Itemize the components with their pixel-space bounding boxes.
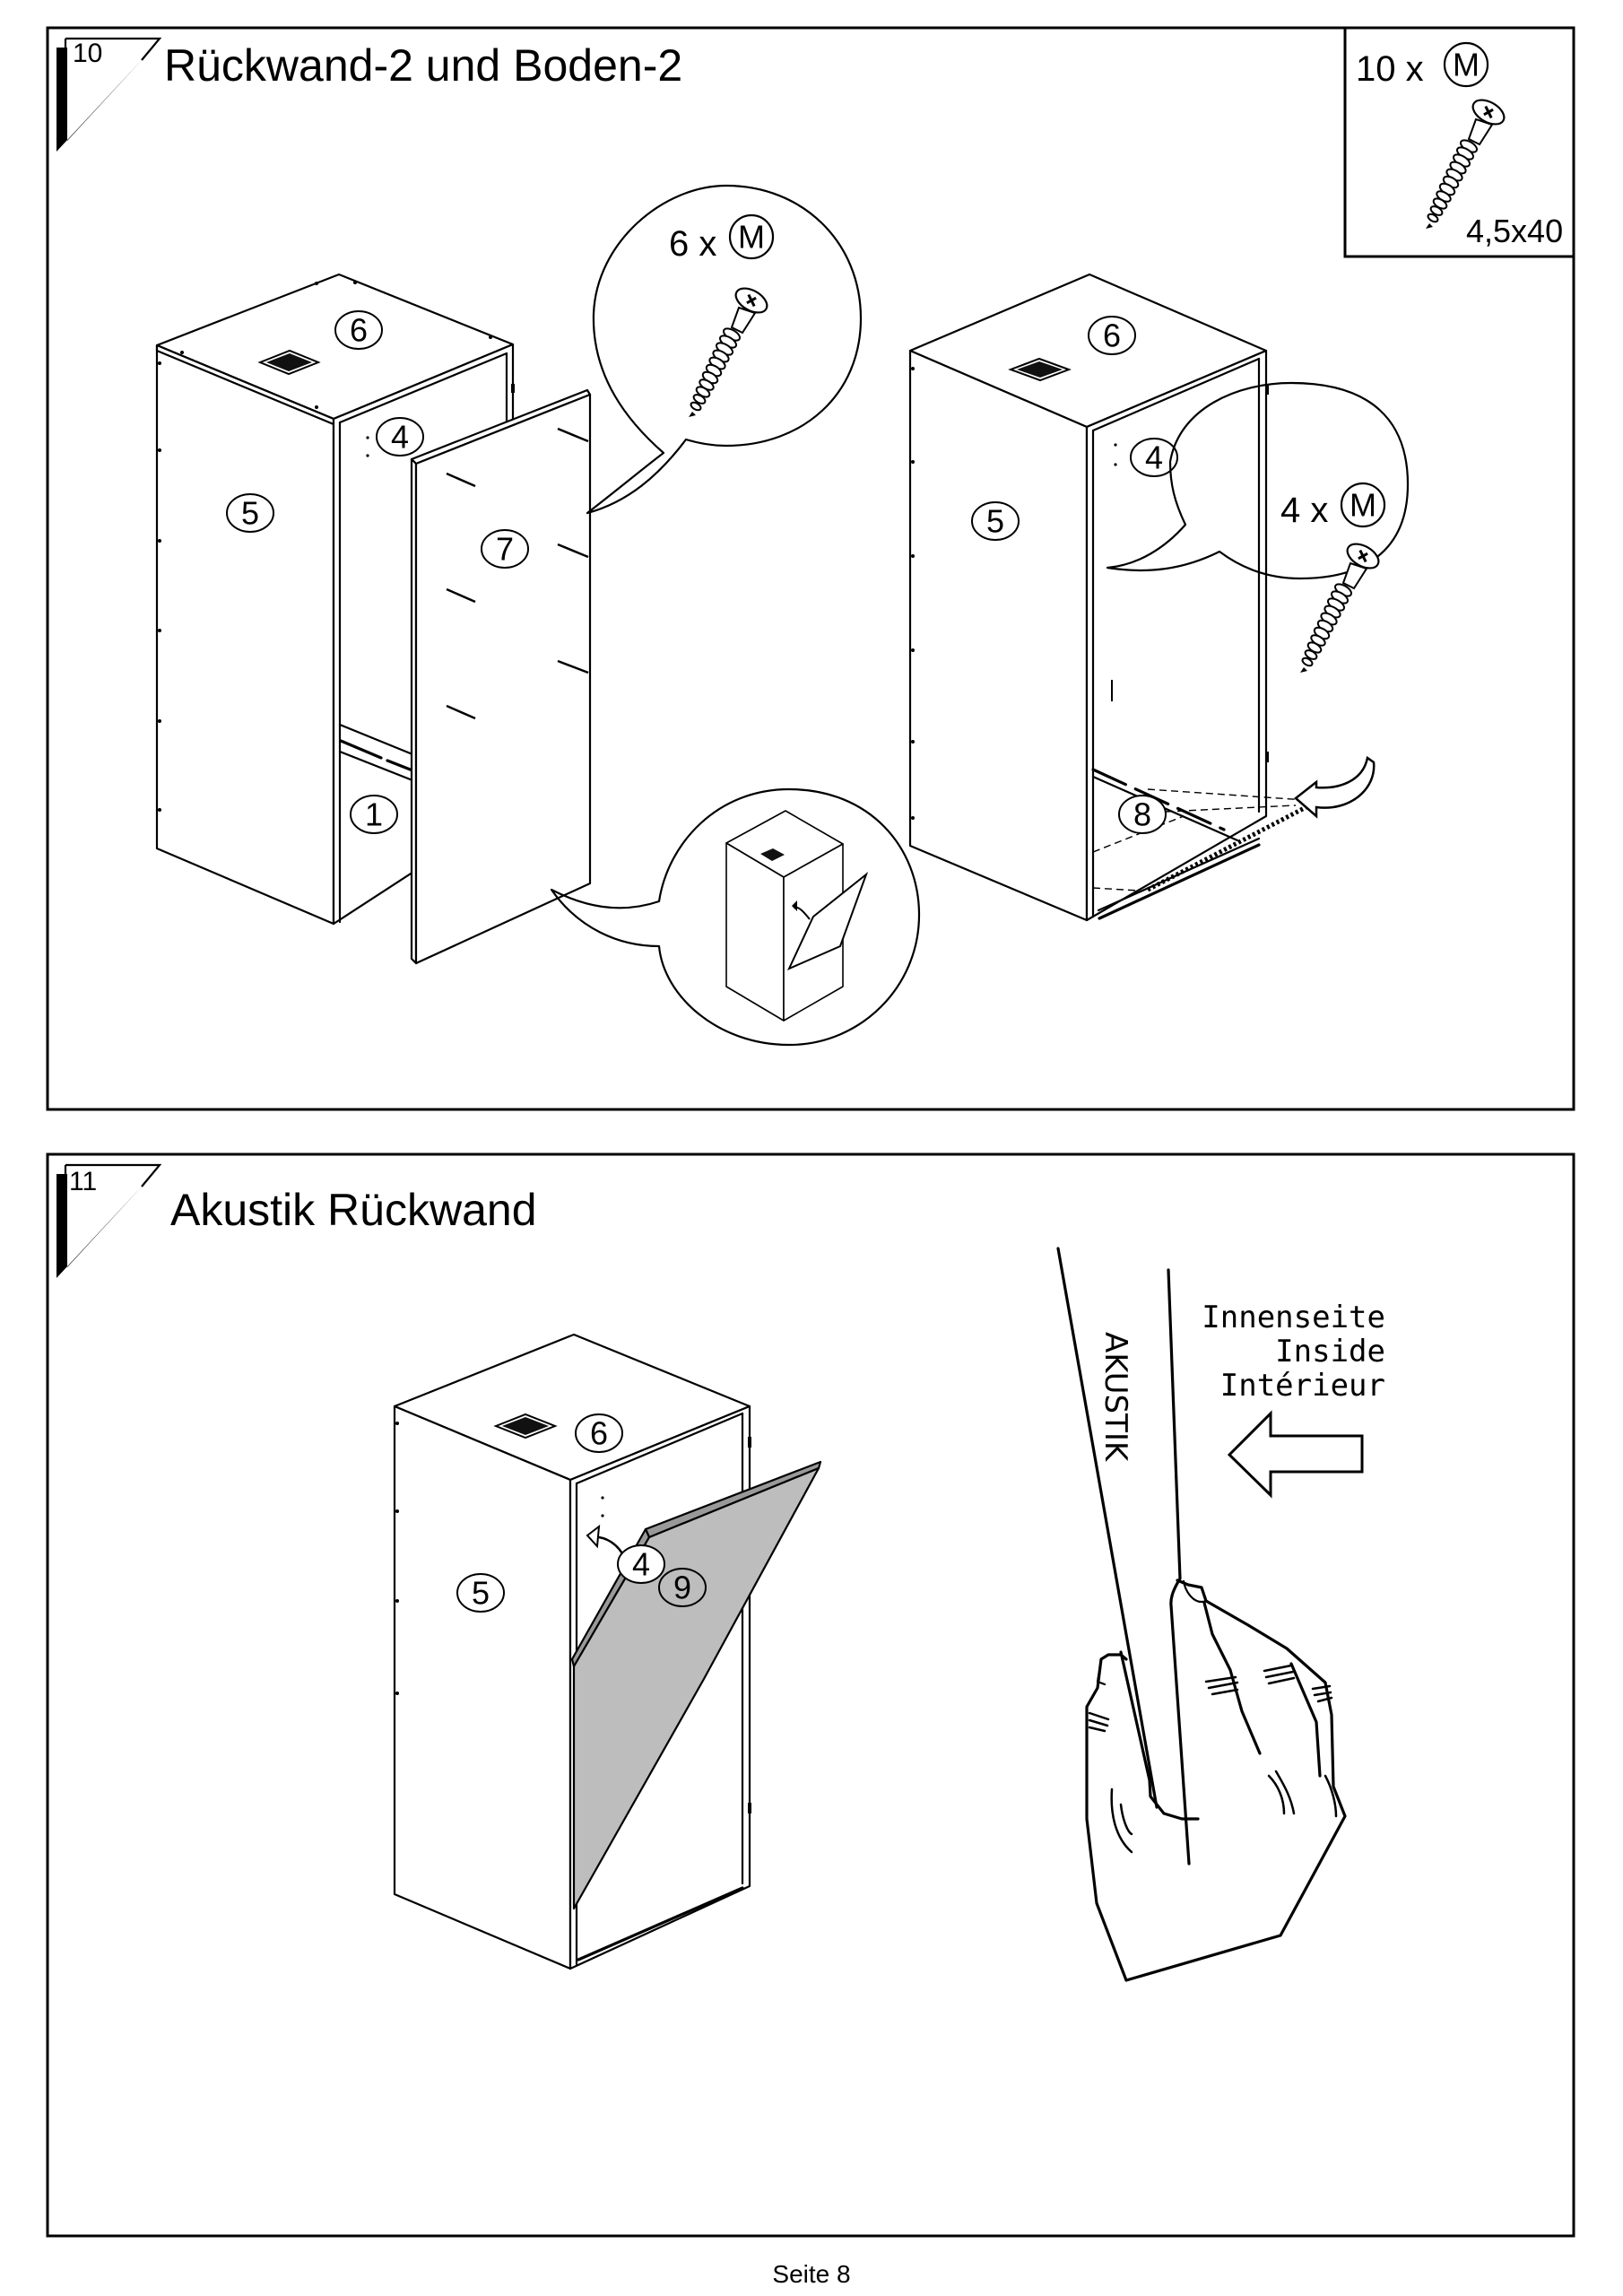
cabinet-step11: 6 4 5 9 <box>393 1333 822 1970</box>
screw-icon <box>687 282 773 419</box>
svg-text:7: 7 <box>496 531 514 568</box>
part-label-7: 7 <box>481 529 529 569</box>
step-10-number: 10 <box>73 39 102 68</box>
svg-text:5: 5 <box>472 1575 490 1612</box>
part-label-6: 6 <box>1088 316 1136 355</box>
orientation-label-fr: Intérieur <box>1220 1368 1385 1404</box>
part-label-5: 5 <box>456 1573 505 1613</box>
callout-right-screws: 4 x M <box>1106 381 1410 674</box>
step-10-title: Rückwand-2 und Boden-2 <box>164 40 682 91</box>
part-label-5: 5 <box>971 501 1020 541</box>
part-label-5: 5 <box>226 493 274 533</box>
part-label-8: 8 <box>1118 795 1167 834</box>
part-label-9: 9 <box>658 1568 707 1607</box>
callout-right-part-letter: M <box>1350 487 1376 524</box>
step-11-title: Akustik Rückwand <box>170 1185 537 1235</box>
svg-text:4: 4 <box>632 1546 650 1583</box>
callout-right-quantity: 4 x <box>1280 491 1328 530</box>
step-10-badge: 10 <box>50 37 161 153</box>
svg-text:1: 1 <box>365 796 383 833</box>
svg-text:4: 4 <box>1145 439 1163 476</box>
part-label-4: 4 <box>376 417 424 457</box>
part-m-circle <box>1443 41 1489 88</box>
step-11-badge: 11 <box>50 1163 161 1280</box>
callout-left-quantity: 6 x <box>669 224 716 264</box>
acoustic-panel-detail: AKUSTIK Innenseite Inside Intérieur <box>1056 1247 1385 1982</box>
callout-mini-cabinet <box>550 787 921 1047</box>
inside-direction-arrow-icon <box>1227 1410 1364 1499</box>
step-11-frame <box>46 1152 1575 2238</box>
step-10-frame <box>46 26 1575 1111</box>
part-label-4: 4 <box>1130 438 1178 477</box>
svg-text:6: 6 <box>590 1415 608 1452</box>
callout-left-screws: 6 x M <box>586 184 863 515</box>
callout-left-part-letter: M <box>738 219 765 256</box>
hardware-part-letter: M <box>1453 47 1480 83</box>
svg-text:4: 4 <box>391 419 409 456</box>
page-footer: Seite 8 <box>772 2260 850 2288</box>
svg-text:6: 6 <box>1103 317 1121 354</box>
hardware-size: 4,5x40 <box>1466 213 1563 249</box>
screw-icon <box>1298 537 1384 674</box>
hardware-quantity: 10 x <box>1356 49 1424 89</box>
svg-text:5: 5 <box>241 495 259 532</box>
svg-text:8: 8 <box>1133 796 1151 833</box>
svg-text:6: 6 <box>350 312 368 349</box>
svg-text:5: 5 <box>986 503 1004 540</box>
back-panel-7: 7 <box>410 388 592 965</box>
orientation-label-en: Inside <box>1275 1334 1385 1370</box>
orientation-label-de: Innenseite <box>1202 1300 1385 1335</box>
part-label-6: 6 <box>575 1413 623 1453</box>
step-11-number: 11 <box>69 1167 97 1196</box>
part-label-1: 1 <box>350 795 398 834</box>
part-label-4: 4 <box>617 1544 665 1584</box>
hardware-box: 10 x M 4,5x40 <box>1343 26 1575 258</box>
part-label-6: 6 <box>334 310 383 350</box>
svg-text:9: 9 <box>673 1570 691 1606</box>
cabinet-step10-right: 6 4 5 8 <box>908 273 1376 922</box>
akustik-label: AKUSTIK <box>1098 1332 1133 1463</box>
